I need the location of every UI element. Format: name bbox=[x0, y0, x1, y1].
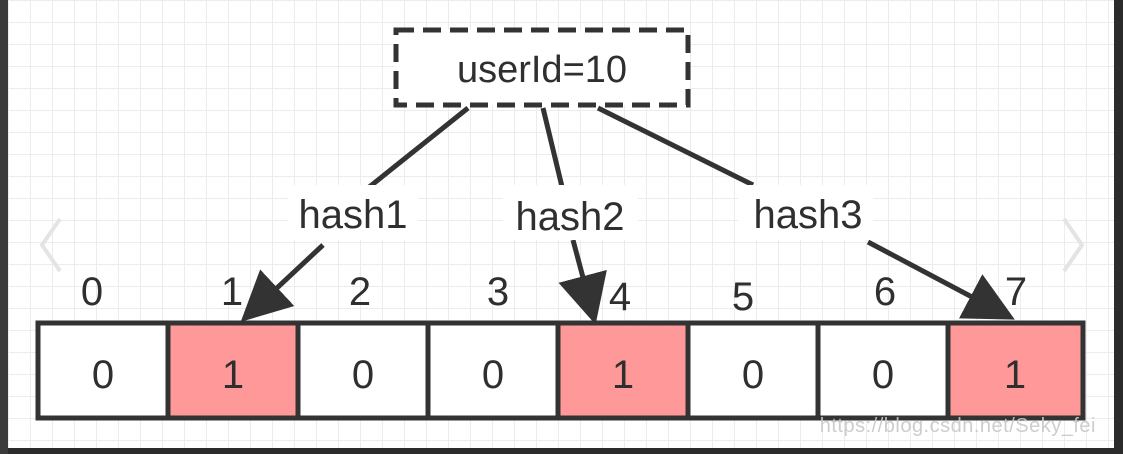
window-edge bbox=[0, 0, 8, 454]
hash2-label-bg bbox=[503, 185, 638, 240]
hash-arrows bbox=[240, 239, 1015, 325]
bit-array: 0 1 0 0 1 0 0 1 bbox=[35, 320, 1086, 421]
hash3-line bbox=[596, 105, 755, 188]
hash1-label: hash1 bbox=[299, 193, 408, 237]
hash2-label: hash2 bbox=[516, 195, 625, 239]
source-box-border bbox=[393, 27, 691, 108]
bloom-filter-diagram: userId=10 hash1 hash2 hash3 bbox=[35, 27, 1086, 421]
hash2-arrow bbox=[558, 239, 607, 325]
bit-cell-1 bbox=[165, 320, 301, 421]
bit-value-5: 0 bbox=[742, 353, 764, 397]
bit-value-7: 1 bbox=[1004, 353, 1026, 397]
hash3-label: hash3 bbox=[754, 193, 863, 237]
bit-value-0: 0 bbox=[92, 353, 114, 397]
index-label-6: 6 bbox=[874, 270, 896, 314]
bit-cell-5 bbox=[685, 320, 821, 421]
index-label-4: 4 bbox=[609, 275, 631, 319]
hash2-line bbox=[540, 107, 567, 196]
hash-labels: hash1 hash2 hash3 bbox=[288, 185, 873, 240]
connector-lines bbox=[351, 105, 755, 202]
index-label-7: 7 bbox=[1005, 270, 1027, 314]
source-box: userId=10 bbox=[393, 27, 691, 108]
bit-value-1: 1 bbox=[222, 353, 244, 397]
hash3-arrow bbox=[866, 239, 1015, 320]
watermark: https://blog.csdn.net/Seky_fei bbox=[819, 415, 1096, 437]
hash1-label-bg bbox=[288, 185, 418, 240]
diagram-canvas: userId=10 hash1 hash2 hash3 bbox=[8, 0, 1114, 448]
bit-cell-4 bbox=[555, 320, 691, 421]
hash1-line bbox=[351, 106, 470, 202]
index-labels: 0 1 2 3 4 5 6 7 bbox=[81, 270, 1027, 319]
chevron-right-icon[interactable] bbox=[1058, 215, 1088, 275]
hash1-arrow bbox=[240, 243, 325, 322]
bit-cell-7 bbox=[945, 320, 1086, 421]
index-label-0: 0 bbox=[81, 270, 103, 314]
index-label-5: 5 bbox=[732, 275, 754, 319]
index-label-2: 2 bbox=[349, 270, 371, 314]
bit-value-2: 0 bbox=[352, 353, 374, 397]
hash3-label-bg bbox=[738, 185, 873, 240]
index-label-3: 3 bbox=[487, 270, 509, 314]
bit-cell-0 bbox=[35, 320, 171, 421]
source-box-label: userId=10 bbox=[457, 49, 627, 91]
bit-cell-6 bbox=[815, 320, 951, 421]
bit-value-6: 0 bbox=[872, 353, 894, 397]
chevron-left-icon[interactable] bbox=[36, 215, 66, 275]
bit-value-4: 1 bbox=[612, 353, 634, 397]
bit-cell-2 bbox=[295, 320, 431, 421]
bit-value-3: 0 bbox=[482, 353, 504, 397]
index-label-1: 1 bbox=[221, 270, 243, 314]
